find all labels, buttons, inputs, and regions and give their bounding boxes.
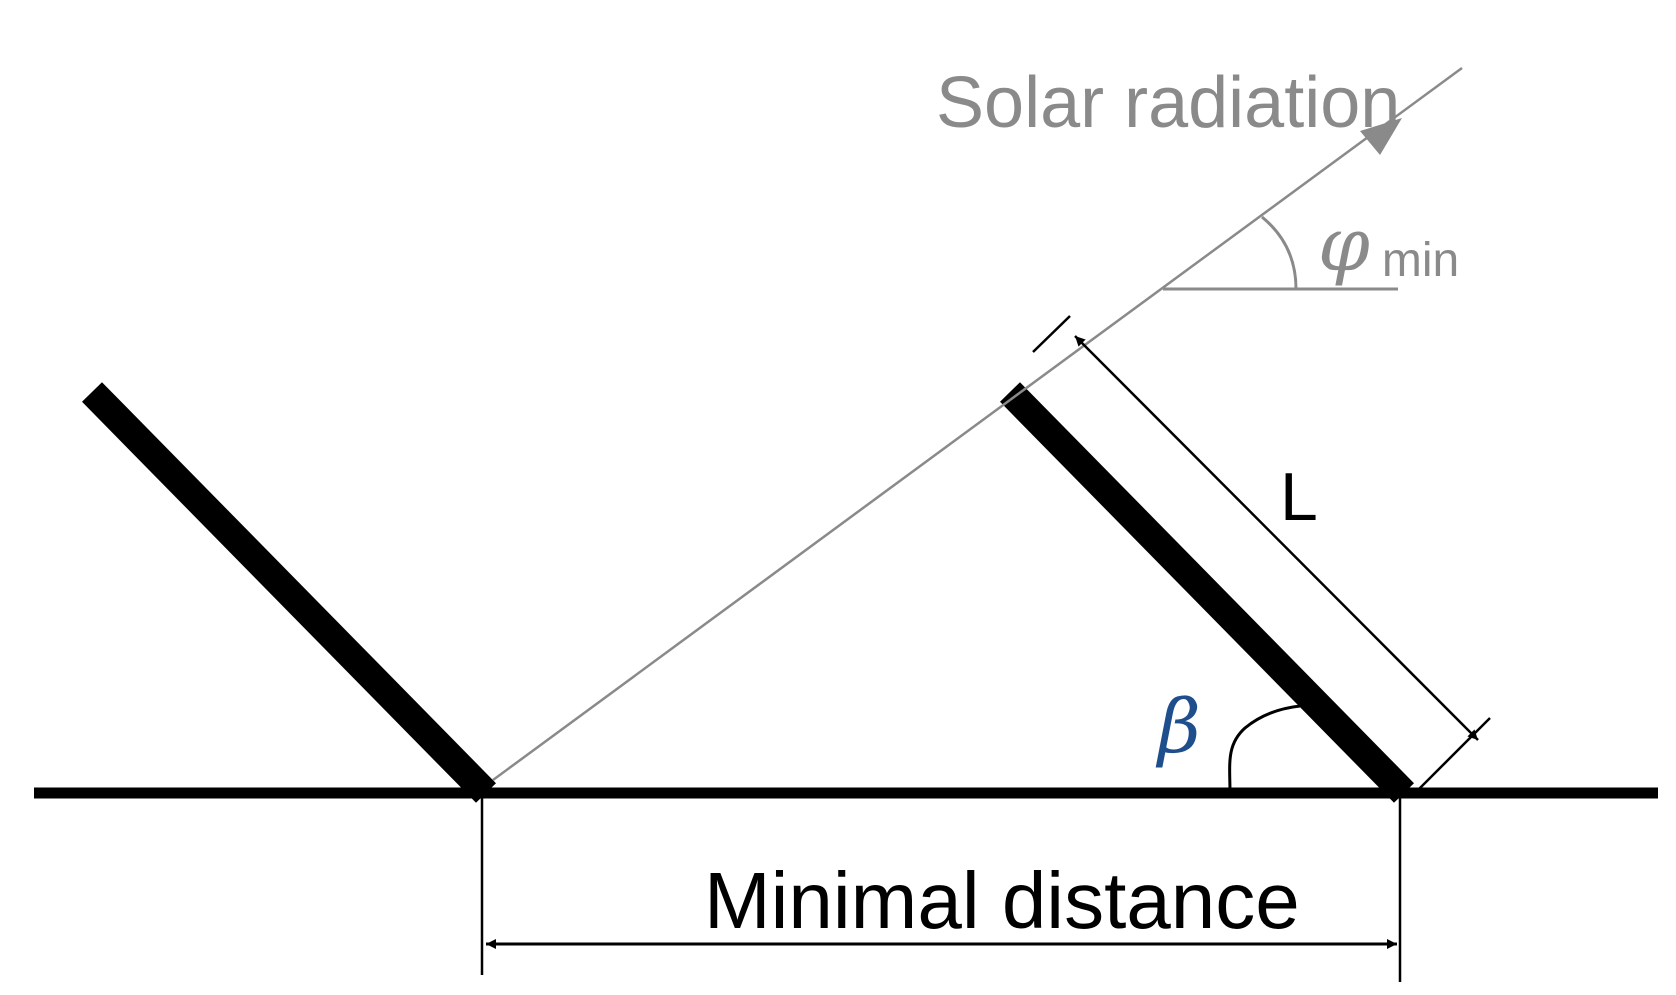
rear-panel: [82, 382, 496, 803]
front-panel: [1000, 382, 1414, 803]
length-dimension-bottom-tick: [1417, 717, 1491, 791]
phi-min-label: φ min: [1318, 202, 1459, 288]
minimal-distance-label: Minimal distance: [704, 856, 1300, 945]
shadow-ray: [492, 398, 1011, 782]
tilt-angle-label: β: [1155, 684, 1201, 770]
sun-ray-arrowhead: [1360, 118, 1402, 155]
panel-length-label: L: [1280, 459, 1318, 535]
phi-symbol: φ: [1318, 202, 1370, 288]
phi-subscript: min: [1382, 234, 1459, 287]
solar-radiation-label: Solar radiation: [936, 63, 1400, 143]
length-dimension-top-tick: [1032, 315, 1071, 353]
length-dimension-line: [1074, 335, 1479, 741]
tilt-angle-arc: [1228, 704, 1301, 794]
phi-min-angle-arc: [1261, 215, 1298, 290]
